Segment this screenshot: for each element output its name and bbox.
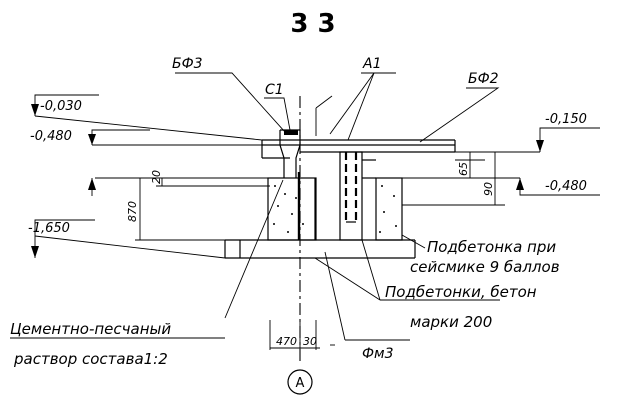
dim-870: 870 [126, 201, 139, 222]
dim-65: 65 [457, 162, 470, 176]
dim-30: 30 [303, 335, 317, 348]
label-a1: А1 [362, 56, 381, 72]
note-podbetonka-line2: сейсмике 9 баллов [410, 258, 560, 276]
label-fm3: Фм3 [362, 346, 394, 362]
dim-470: 470 [276, 335, 297, 348]
label-bf3: БФ3 [172, 56, 203, 72]
section-title: 3 3 [290, 9, 335, 39]
elevation-4: -0,150 [545, 112, 587, 127]
axis-a-label: А [296, 376, 305, 391]
note-podbetonka-line1: Подбетонка при [427, 238, 556, 256]
concrete-fill-left [273, 185, 304, 233]
leaders [10, 72, 600, 395]
elevation-5: -0,480 [545, 179, 587, 194]
concrete-fill-right [379, 185, 397, 233]
label-bf2: БФ2 [468, 71, 499, 87]
elevation-1: -0,030 [40, 99, 82, 114]
note-podbetonki-line2: марки 200 [410, 313, 492, 331]
note-cement-line1: Цементно-песчаный [10, 320, 171, 338]
elevation-2: -0,480 [30, 129, 72, 144]
elevation-3: -1,650 [28, 221, 70, 236]
dim-20: 20 [150, 170, 163, 184]
dim-90: 90 [482, 182, 495, 196]
label-c1: С1 [265, 82, 284, 98]
note-podbetonki-line1: Подбетонки, бетон [385, 283, 537, 301]
note-cement-line2: раствор состава1:2 [13, 350, 168, 368]
